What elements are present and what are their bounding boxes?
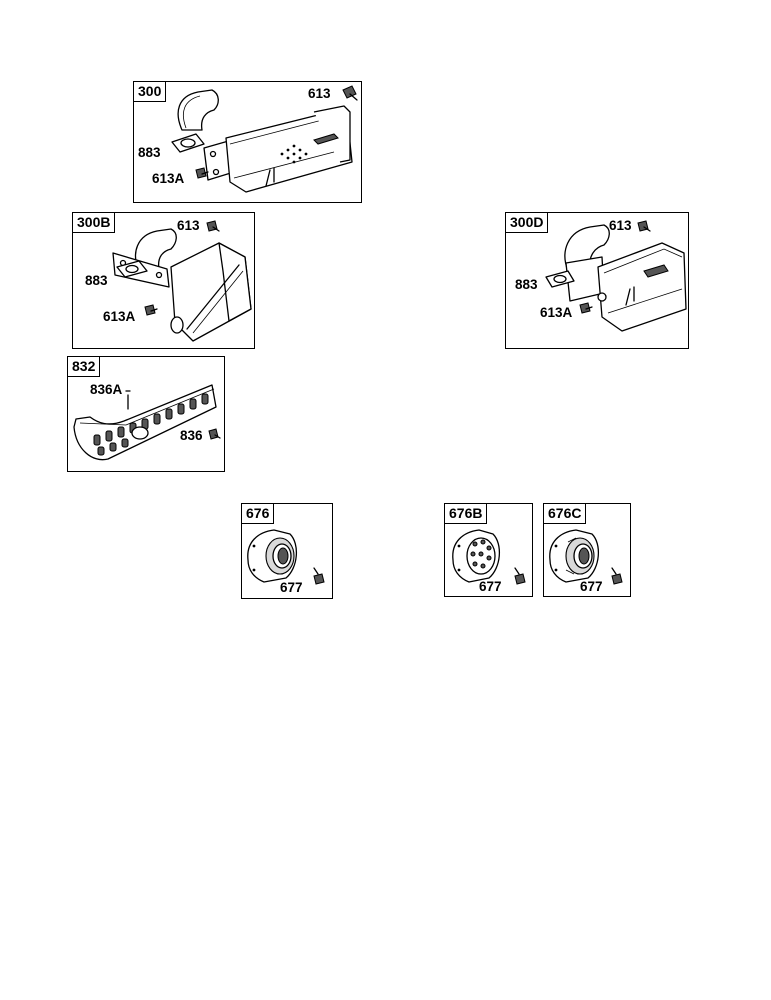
- callout-836: 836: [180, 428, 203, 443]
- screw-icon: [208, 428, 221, 440]
- panel-676b: 676B 677: [444, 503, 533, 597]
- panel-tag: 300B: [73, 213, 116, 233]
- callout-613a: 613A: [540, 305, 573, 320]
- callout-883: 883: [85, 273, 108, 288]
- panel-832: 832 836A 836: [67, 356, 225, 472]
- callout-613: 613: [177, 218, 200, 233]
- gasket-icon: [116, 260, 148, 278]
- gasket-icon: [171, 133, 205, 153]
- deflector-icon: [549, 529, 599, 583]
- deflector-icon: [452, 529, 500, 583]
- callout-883: 883: [138, 145, 161, 160]
- callout-677: 677: [479, 579, 502, 594]
- screw-icon: [313, 567, 325, 585]
- callout-613: 613: [308, 86, 331, 101]
- panel-tag: 832: [68, 357, 101, 377]
- screw-icon: [144, 304, 158, 316]
- gasket-icon: [545, 270, 575, 288]
- panel-tag: 676C: [544, 504, 587, 524]
- deflector-icon: [247, 529, 297, 583]
- panel-tag: 300D: [506, 213, 549, 233]
- callout-613: 613: [609, 218, 632, 233]
- muffler-guard-icon: [73, 384, 217, 461]
- panel-tag: 300: [134, 82, 167, 102]
- panel-676c: 676C 677: [543, 503, 631, 597]
- muffler-icon: [177, 89, 353, 193]
- callout-677: 677: [280, 580, 303, 595]
- callout-613a: 613A: [152, 171, 185, 186]
- screw-icon: [637, 220, 651, 232]
- callout-613a: 613A: [103, 309, 136, 324]
- screw-icon: [611, 567, 623, 585]
- callout-883: 883: [515, 277, 538, 292]
- callout-836a: 836A: [90, 382, 123, 397]
- screw-icon: [342, 85, 358, 101]
- muffler-icon: [112, 228, 252, 342]
- panel-tag: 676: [242, 504, 275, 524]
- panel-tag: 676B: [445, 504, 488, 524]
- muffler-icon: [564, 224, 687, 332]
- panel-676: 676 677: [241, 503, 333, 599]
- panel-300: 300 613 883 613A: [133, 81, 362, 203]
- screw-icon: [514, 567, 526, 585]
- panel-300b: 300B 613 883 613A: [72, 212, 255, 349]
- screw-icon: [579, 302, 593, 314]
- screw-icon: [195, 167, 209, 179]
- screw-icon: [206, 220, 220, 232]
- callout-677: 677: [580, 579, 603, 594]
- panel-300d: 300D 613 883 613A: [505, 212, 689, 349]
